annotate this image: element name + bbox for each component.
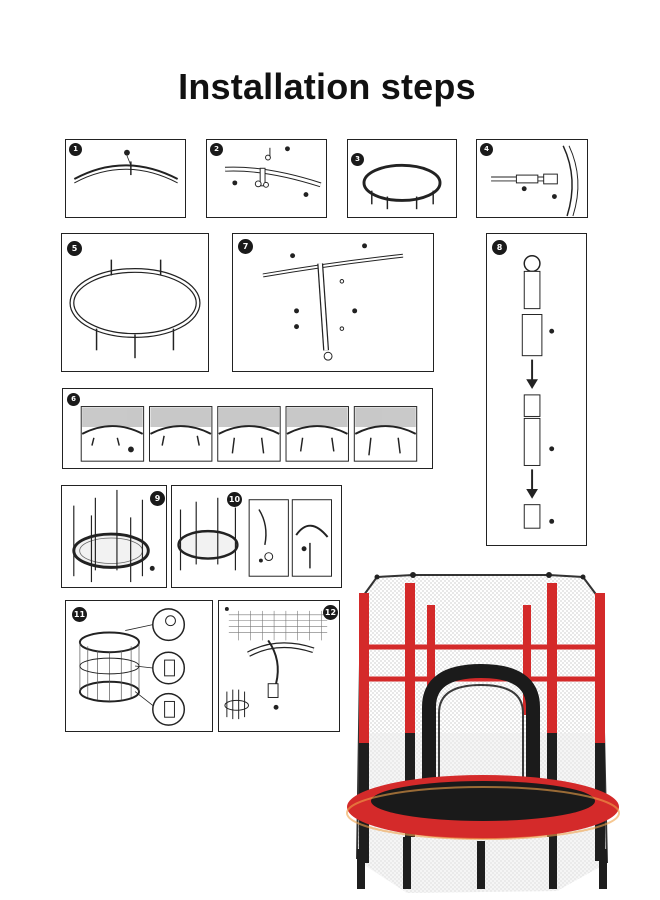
trampoline-illustration	[346, 572, 620, 893]
step-9-panel: 9	[61, 485, 167, 588]
step-11-panel: 11	[65, 600, 213, 732]
page-title: Installation steps	[178, 66, 476, 107]
step-5-illustration	[69, 259, 201, 359]
step-7-illustration	[262, 243, 404, 361]
step-6-illustration	[80, 406, 418, 462]
step-number-badge: 10	[227, 492, 242, 507]
step-9-illustration	[72, 489, 155, 583]
step-3-panel: 3	[347, 139, 457, 218]
step-number-badge: 5	[67, 241, 82, 256]
step-4-illustration	[491, 145, 579, 217]
step-number-badge: 3	[351, 153, 364, 166]
step-10-illustration	[177, 497, 333, 577]
step-number-badge: 4	[480, 143, 493, 156]
step-2-illustration	[224, 146, 322, 198]
step-1-panel: 1	[65, 139, 186, 218]
step-10-panel: 10	[171, 485, 342, 588]
step-4-panel: 4	[476, 139, 588, 218]
step-12-illustration	[224, 606, 328, 720]
step-8-panel: 8	[486, 233, 587, 546]
step-number-badge: 11	[72, 607, 87, 622]
trampoline-product-image	[343, 563, 646, 893]
step-2-panel: 2	[206, 139, 327, 218]
step-11-illustration	[78, 608, 186, 726]
step-number-badge: 7	[238, 239, 253, 254]
step-5-panel: 5	[61, 233, 209, 372]
step-number-badge: 1	[69, 143, 82, 156]
step-6-panel: 6	[62, 388, 433, 469]
step-7-panel: 7	[232, 233, 434, 372]
step-number-badge: 9	[150, 491, 165, 506]
step-number-badge: 8	[492, 240, 507, 255]
step-3-illustration	[362, 163, 442, 210]
step-number-badge: 6	[67, 393, 80, 406]
step-12-panel: 12	[218, 600, 340, 732]
step-number-badge: 2	[210, 143, 223, 156]
step-1-illustration	[73, 149, 179, 184]
step-number-badge: 12	[323, 605, 338, 620]
step-8-illustration	[521, 254, 555, 529]
